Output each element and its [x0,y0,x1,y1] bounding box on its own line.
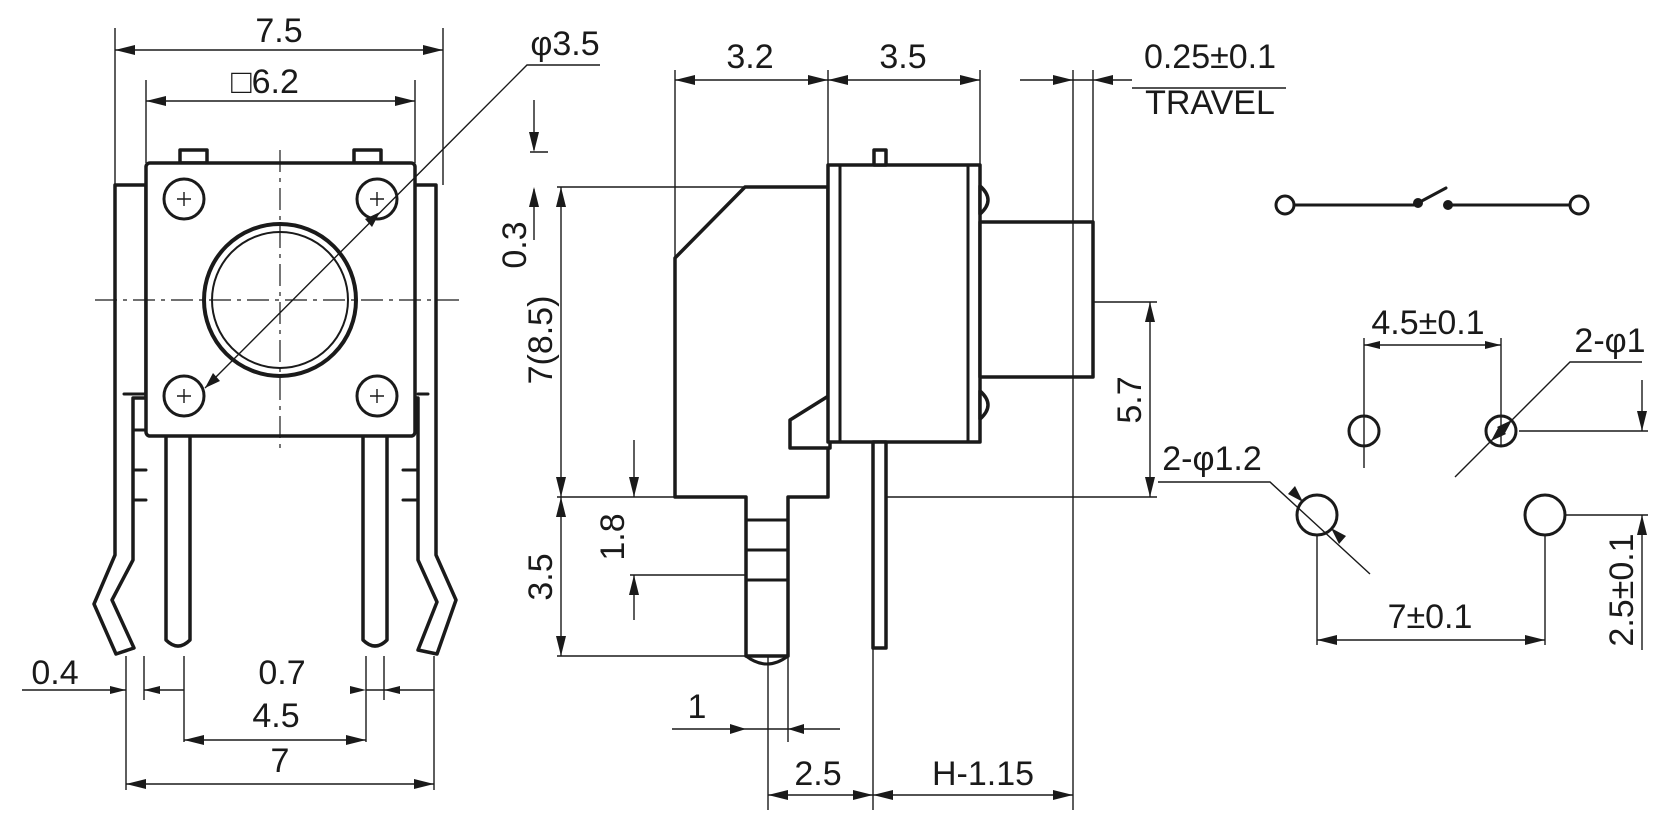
dim-actuator-center: 5.7 [1111,376,1149,423]
dim-bottom-pitch: 7±0.1 [1388,598,1473,636]
dim-small-holes: 2-φ1 [1574,322,1645,360]
left-top-nub [178,148,209,165]
left-frame-leg [92,183,148,656]
side-view: 3.2 3.5 0.25±0.1 TRAVEL 0.3 7(8.5) 5.7 3… [496,38,1286,810]
dim-outer-pitch: 7 [271,742,290,780]
dim-row-spacing: 2.5±0.1 [1603,533,1641,646]
right-stem [361,428,389,648]
dim-top-pitch: 4.5±0.1 [1371,304,1484,342]
dim-top-offset: 0.3 [496,221,534,268]
left-stem [164,428,192,648]
hole-large-left [1295,493,1339,537]
dim-large-holes: 2-φ1.2 [1162,440,1262,478]
dim-lead-width: 0.7 [258,654,305,692]
side-actuator [978,220,1095,379]
switch-schematic-icon [1274,186,1590,216]
dim-travel-label: TRAVEL [1145,84,1275,122]
actuator-button [202,222,358,378]
dim-inner-pitch: 4.5 [252,697,299,735]
dim-travel-value: 0.25±0.1 [1144,38,1276,76]
dim-overall-width: 7.5 [255,12,302,50]
dim-lead-length: 3.5 [522,553,560,600]
dim-lead-thickness: 0.4 [31,654,78,692]
pcb-footprint: 4.5±0.1 2-φ1 2-φ1.2 7±0.1 2.5±0.1 [1158,304,1648,650]
dim-pin-spacing: 2.5 [794,755,841,793]
dim-body-height: 7(8.5) [522,296,560,385]
hole-large-right [1523,493,1567,537]
front-view: 7.5 □6.2 φ3.5 0.4 0.7 4.5 7 [22,12,600,790]
side-cap [826,163,982,444]
dim-actuator-dia: φ3.5 [530,25,599,63]
dim-peg-width: 1 [688,688,707,726]
rivet-icons [162,177,399,418]
dim-peg-length: 1.8 [594,513,632,560]
dim-body-square: □6.2 [231,63,299,101]
dim-body-depth: 3.2 [726,38,773,76]
dim-cap-depth: 3.5 [879,38,926,76]
right-top-nub [352,148,383,165]
dim-height-formula: H-1.15 [932,755,1034,793]
